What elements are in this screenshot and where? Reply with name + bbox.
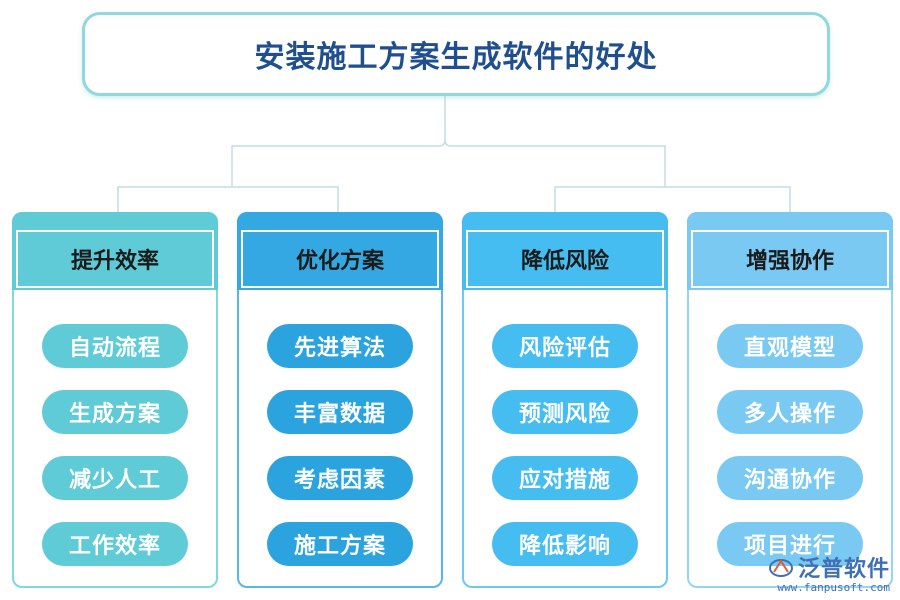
benefit-column: 降低风险风险评估预测风险应对措施降低影响: [462, 212, 668, 588]
benefit-item: 自动流程: [42, 324, 188, 368]
column-header-frame: 增强协作: [691, 230, 889, 288]
benefit-column: 提升效率自动流程生成方案减少人工工作效率: [12, 212, 218, 588]
brand-watermark: 泛普软件 www.fanpusoft.com: [768, 551, 890, 594]
watermark-url: www.fanpusoft.com: [777, 581, 890, 594]
column-title: 优化方案: [295, 249, 384, 274]
benefit-item: 工作效率: [42, 522, 188, 566]
column-header: 增强协作: [687, 212, 893, 290]
title-box: 安装施工方案生成软件的好处: [82, 12, 830, 96]
column-header-frame: 优化方案: [241, 230, 439, 288]
column-header-frame: 降低风险: [466, 230, 664, 288]
benefit-item: 预测风险: [492, 390, 638, 434]
benefit-item: 风险评估: [492, 324, 638, 368]
diagram-title: 安装施工方案生成软件的好处: [254, 40, 658, 75]
benefit-item: 降低影响: [492, 522, 638, 566]
benefit-column: 优化方案先进算法丰富数据考虑因素施工方案: [237, 212, 443, 588]
benefit-item: 先进算法: [267, 324, 413, 368]
fanpu-logo-icon: [768, 556, 794, 578]
benefit-item: 减少人工: [42, 456, 188, 500]
column-title: 增强协作: [745, 249, 834, 274]
column-header: 优化方案: [237, 212, 443, 290]
benefit-item: 丰富数据: [267, 390, 413, 434]
benefit-item: 施工方案: [267, 522, 413, 566]
benefit-item: 项目进行: [717, 522, 863, 566]
watermark-name: 泛普软件: [797, 557, 890, 582]
benefit-item: 应对措施: [492, 456, 638, 500]
benefit-item: 考虑因素: [267, 456, 413, 500]
benefit-item: 多人操作: [717, 390, 863, 434]
benefit-column: 增强协作直观模型多人操作沟通协作项目进行: [687, 212, 893, 588]
column-title: 提升效率: [70, 249, 159, 274]
benefit-item: 直观模型: [717, 324, 863, 368]
column-title: 降低风险: [520, 249, 609, 274]
column-header: 降低风险: [462, 212, 668, 290]
benefit-item: 沟通协作: [717, 456, 863, 500]
benefit-item: 生成方案: [42, 390, 188, 434]
column-header-frame: 提升效率: [16, 230, 214, 288]
column-header: 提升效率: [12, 212, 218, 290]
